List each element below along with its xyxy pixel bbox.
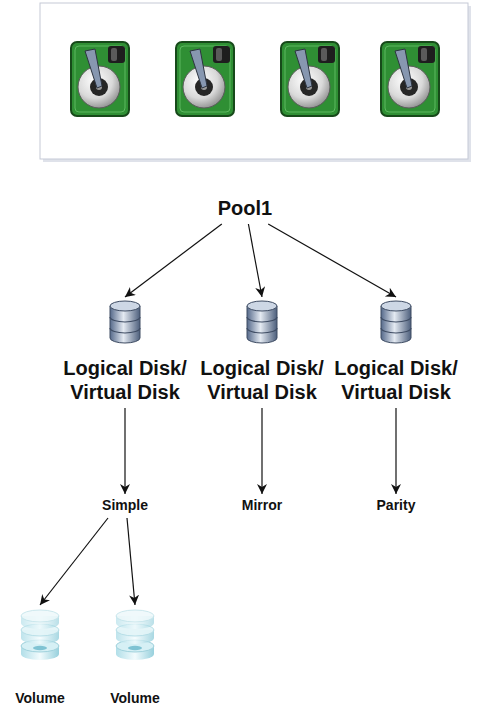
virtual-disk-node: Logical Disk/ Virtual Disk [330, 300, 462, 404]
pool-node: Pool1 [218, 196, 272, 220]
virtual-disk-node: Logical Disk/ Virtual Disk [59, 300, 191, 404]
arrow-connector [268, 224, 396, 297]
node-text: Logical Disk/ Virtual Disk [196, 356, 328, 404]
hard-drive-icon [281, 42, 339, 116]
arrow-connector [40, 518, 108, 605]
volume-node: Volume [15, 608, 65, 707]
volume-icon [19, 608, 61, 662]
node-text: Volume [15, 690, 65, 707]
arrow-connector [124, 408, 125, 494]
virtual-disk-node: Logical Disk/ Virtual Disk [196, 300, 328, 404]
arrow-connector [127, 518, 135, 605]
layout-label: Parity [377, 497, 416, 514]
node-text: Logical Disk/ Virtual Disk [330, 356, 462, 404]
layout-label: Mirror [242, 497, 282, 514]
node-text: Mirror [242, 497, 282, 514]
node-text: Volume [110, 690, 160, 707]
hard-drive-icon [71, 42, 129, 116]
arrow-connector [261, 408, 262, 494]
arrow-connector [248, 224, 262, 297]
database-icon [108, 300, 142, 344]
node-text: Pool1 [218, 196, 272, 220]
database-icon [245, 300, 279, 344]
node-text: Logical Disk/ Virtual Disk [59, 356, 191, 404]
hard-drive-icon [176, 42, 234, 116]
volume-icon [114, 608, 156, 662]
node-text: Simple [102, 497, 148, 514]
database-icon [379, 300, 413, 344]
layout-label: Simple [102, 497, 148, 514]
volume-node: Volume [110, 608, 160, 707]
hard-drive-icon [381, 42, 439, 116]
arrow-connector [125, 224, 222, 297]
node-text: Parity [377, 497, 416, 514]
arrow-connector [395, 408, 396, 494]
